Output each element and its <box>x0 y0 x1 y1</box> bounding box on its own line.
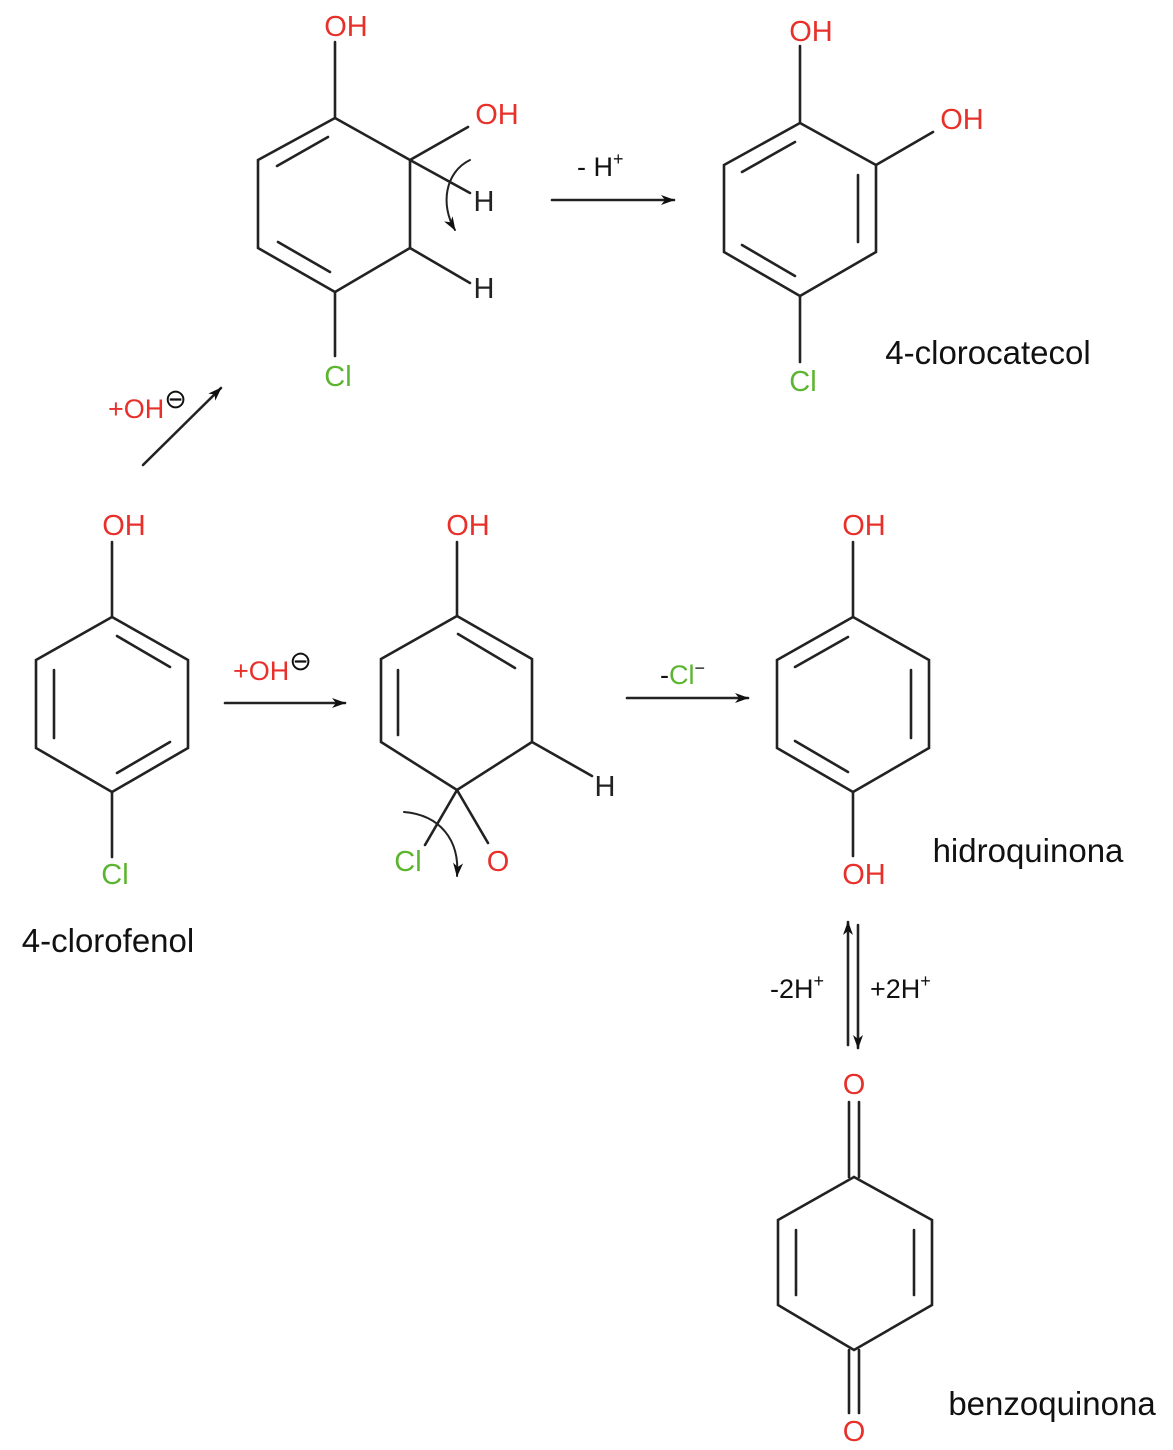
double-bond <box>740 243 797 278</box>
condition-label: - H+ <box>577 149 624 182</box>
arrow-minus-h: - H+ <box>550 149 676 205</box>
hidroquinona-molecule: OH OH hidroquinona <box>775 510 1124 891</box>
atom-h: H <box>595 771 616 803</box>
atom-oh: OH <box>842 859 886 891</box>
arrow-minus-cl: -Cl− <box>625 658 750 703</box>
atom-oh: OH <box>102 510 146 542</box>
reduction-label: +2H+ <box>870 971 931 1004</box>
bond <box>408 125 470 162</box>
atom-h: H <box>474 273 495 305</box>
atom-oh: OH <box>324 11 368 43</box>
atom-oh: OH <box>940 104 984 136</box>
atom-o: O <box>843 1416 866 1448</box>
ring-bonds <box>775 615 931 794</box>
ring-bonds <box>379 614 534 792</box>
compound-name: benzoquinona <box>948 1385 1156 1422</box>
compound-name: 4-clorocatecol <box>885 334 1090 371</box>
condition-label: +OH⊖ <box>108 384 187 424</box>
benzoquinona-molecule: O O benzoquinona <box>776 1069 1156 1448</box>
double-bond <box>793 635 850 669</box>
curved-arrow-icon <box>403 811 464 877</box>
atom-oh: OH <box>475 99 519 131</box>
double-bond <box>115 740 172 775</box>
clorocatecol-molecule: OH OH Cl 4-clorocatecol <box>722 16 1091 398</box>
atom-cl: Cl <box>324 361 351 393</box>
atom-cl: Cl <box>394 846 421 878</box>
atom-o: O <box>843 1069 866 1101</box>
atom-oh: OH <box>842 510 886 542</box>
bond <box>423 788 459 847</box>
compound-name: 4-clorofenol <box>22 922 194 959</box>
double-bond <box>115 634 172 669</box>
double-bond <box>456 632 517 670</box>
bond <box>874 130 935 167</box>
ring-bonds <box>34 615 190 794</box>
atom-cl: Cl <box>789 366 816 398</box>
atom-h: H <box>474 186 495 218</box>
ipso-intermediate: OH H Cl O <box>379 510 616 878</box>
atom-oh: OH <box>446 510 490 542</box>
double-bond <box>740 140 797 174</box>
condition-label: +OH⊖ <box>233 646 312 686</box>
bond <box>408 158 472 195</box>
reaction-arrow <box>141 386 223 467</box>
compound-name: hidroquinona <box>933 832 1124 869</box>
equilibrium-arrows: -2H+ +2H+ <box>770 920 931 1050</box>
ring-bonds <box>722 121 878 298</box>
double-bond <box>276 240 332 274</box>
arrow-add-oh-middle: +OH⊖ <box>223 646 347 708</box>
dihydroxy-intermediate: OH OH H H Cl <box>256 11 519 393</box>
ring-bonds <box>256 116 412 294</box>
clorofenol-molecule: OH Cl 4-clorofenol <box>22 510 194 959</box>
bond <box>408 246 472 285</box>
curved-arrow-icon <box>444 159 471 231</box>
atom-oh: OH <box>789 16 833 48</box>
bond <box>455 788 490 845</box>
atom-o: O <box>487 846 510 878</box>
condition-label: -Cl− <box>660 658 705 690</box>
oxidation-label: -2H+ <box>770 971 824 1004</box>
double-bond <box>275 135 330 168</box>
arrow-add-oh-top: +OH⊖ <box>108 384 223 467</box>
double-bond <box>793 739 850 774</box>
bond <box>530 740 594 778</box>
ring-bonds <box>776 1175 934 1352</box>
atom-cl: Cl <box>101 859 128 891</box>
